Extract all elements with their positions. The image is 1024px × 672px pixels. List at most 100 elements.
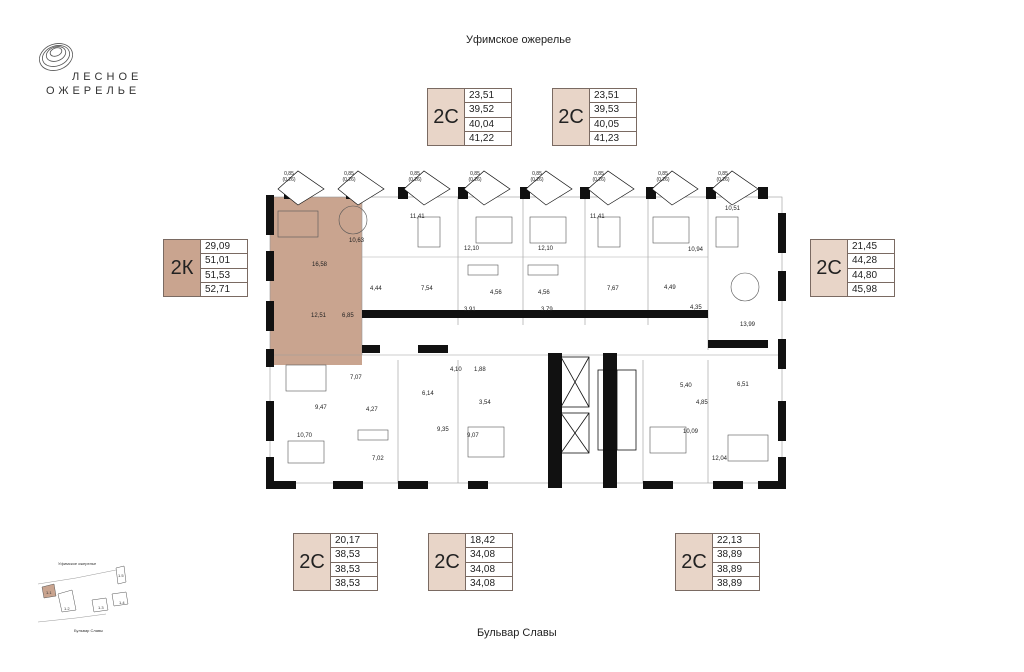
area-value: 39,53: [590, 103, 636, 118]
minimap-section: 1.1: [46, 590, 52, 595]
site-minimap[interactable]: Уфимское ожерелье 1.1 1.2 1.3 1.4 1.5 Бу…: [36, 560, 136, 640]
apartment-areas: 22,13 38,89 38,89 38,89: [712, 534, 759, 590]
area-value: 41,23: [594, 132, 620, 144]
room-area: 3,54: [479, 400, 491, 406]
area-value: 52,71: [205, 283, 231, 295]
room-area: 6,85: [342, 313, 354, 319]
area-value: 38,53: [331, 548, 377, 563]
logo-line-2: ОЖЕРЕЛЬЕ: [46, 85, 141, 97]
apartment-card[interactable]: 2С 23,51 39,52 40,04 41,22: [427, 88, 512, 146]
area-value: 38,53: [335, 577, 361, 589]
logo: ЛЕСНОЕ ОЖЕРЕЛЬЕ: [32, 34, 162, 97]
room-area: 3,91: [464, 307, 476, 313]
apartment-areas: 21,45 44,28 44,80 45,98: [847, 240, 894, 296]
room-area: 10,63: [349, 238, 365, 244]
area-value: 44,80: [848, 269, 894, 283]
room-area: 11,41: [590, 214, 605, 220]
room-area: 10,09: [683, 429, 699, 435]
area-value: 51,53: [201, 269, 247, 283]
room-area: 9,47: [315, 405, 327, 411]
room-area: 4,35: [690, 305, 702, 311]
room-area: 1,88: [474, 367, 486, 373]
apartment-type: 2С: [299, 550, 325, 573]
area-value: 23,51: [590, 89, 636, 104]
area-value: 38,53: [331, 563, 377, 577]
apartment-card[interactable]: 2С 18,42 34,08 34,08 34,08: [428, 533, 513, 591]
room-area: 13,99: [740, 322, 756, 328]
room-area: 10,94: [688, 247, 704, 253]
area-value: 34,08: [470, 577, 496, 589]
apartment-card[interactable]: 2С 20,17 38,53 38,53 38,53: [293, 533, 378, 591]
room-area: 12,10: [464, 246, 480, 252]
apartment-areas: 29,09 51,01 51,53 52,71: [200, 240, 247, 296]
street-top-label: Уфимское ожерелье: [466, 34, 572, 46]
room-area: 4,56: [538, 290, 550, 296]
area-value: 45,98: [852, 283, 878, 295]
area-value: 38,89: [713, 563, 759, 577]
area-value: 18,42: [466, 534, 512, 549]
minimap-section: 1.5: [118, 573, 124, 578]
room-area: 4,27: [366, 407, 378, 413]
area-value: 41,22: [469, 132, 495, 144]
room-area: 12,51: [311, 313, 327, 319]
room-area: 4,56: [490, 290, 502, 296]
room-area: 7,07: [350, 375, 362, 381]
balcony-area: 0,85(0,26): [716, 171, 730, 183]
apartment-card[interactable]: 2С 21,45 44,28 44,80 45,98: [810, 239, 895, 297]
logo-emblem-icon: [39, 43, 73, 71]
area-value: 23,51: [465, 89, 511, 104]
balcony-area: 0,85(0,26): [530, 171, 544, 183]
area-value: 34,08: [466, 563, 512, 577]
room-area: 10,51: [725, 206, 741, 212]
room-area: 16,58: [312, 262, 328, 268]
room-area: 4,85: [696, 400, 708, 406]
apartment-type: 2К: [170, 256, 194, 279]
area-value: 21,45: [848, 240, 894, 255]
apartment-card[interactable]: 2С 23,51 39,53 40,05 41,23: [552, 88, 637, 146]
room-area: 9,35: [437, 427, 449, 433]
apartment-areas: 18,42 34,08 34,08 34,08: [465, 534, 512, 590]
room-area: 10,70: [297, 433, 313, 439]
area-value: 44,28: [848, 254, 894, 269]
area-value: 38,89: [717, 577, 743, 589]
street-bottom-label: Бульвар Славы: [477, 627, 557, 639]
apartment-areas: 20,17 38,53 38,53 38,53: [330, 534, 377, 590]
apartment-type: 2С: [434, 550, 460, 573]
room-area: 12,10: [538, 246, 554, 252]
selected-apartment-area: [270, 197, 362, 365]
area-value: 22,13: [713, 534, 759, 549]
room-area: 7,02: [372, 456, 384, 462]
room-area: 5,40: [680, 383, 692, 389]
area-value: 20,17: [331, 534, 377, 549]
minimap-section: 1.4: [119, 600, 125, 605]
room-area: 7,54: [421, 286, 433, 292]
apartment-card-selected[interactable]: 2К 29,09 51,01 51,53 52,71: [163, 239, 248, 297]
area-value: 40,04: [465, 118, 511, 132]
room-area: 3,79: [541, 307, 553, 313]
apartment-areas: 23,51 39,52 40,04 41,22: [464, 89, 511, 145]
room-area: 7,67: [607, 286, 619, 292]
apartment-type: 2С: [558, 105, 584, 128]
area-value: 29,09: [201, 240, 247, 255]
room-area: 9,07: [467, 433, 479, 439]
site-minimap-drawing: [37, 565, 129, 623]
room-area: 4,10: [450, 367, 462, 373]
apartment-type: 2С: [816, 256, 842, 279]
balcony-area: 0,85(0,26): [408, 171, 422, 183]
balcony-area: 0,85(0,26): [282, 171, 296, 183]
area-value: 38,89: [713, 548, 759, 563]
apartment-card[interactable]: 2С 22,13 38,89 38,89 38,89: [675, 533, 760, 591]
room-area: 4,49: [664, 285, 676, 291]
apartment-areas: 23,51 39,53 40,05 41,23: [589, 89, 636, 145]
balcony-area: 0,85(0,26): [592, 171, 606, 183]
room-area: 6,51: [737, 382, 749, 388]
minimap-section: 1.2: [64, 606, 70, 611]
apartment-type: 2С: [433, 105, 459, 128]
minimap-street-top: Уфимское ожерелье: [58, 561, 97, 566]
minimap-street-bottom: Бульвар Славы: [74, 628, 103, 633]
balcony-area: 0,85(0,26): [656, 171, 670, 183]
area-value: 51,01: [201, 254, 247, 269]
room-area: 6,14: [422, 391, 434, 397]
room-area: 11,41: [410, 214, 425, 220]
room-area: 12,04: [712, 456, 728, 462]
